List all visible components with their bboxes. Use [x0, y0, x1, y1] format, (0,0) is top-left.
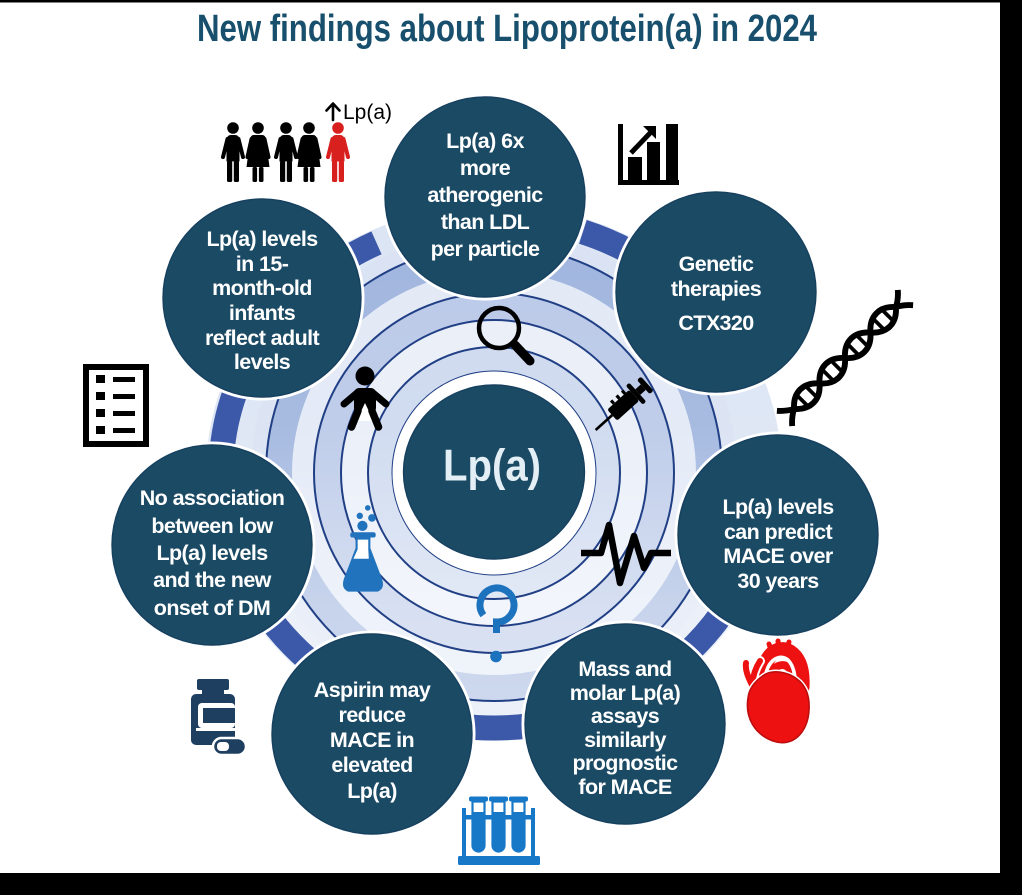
- svg-text:than LDL: than LDL: [441, 210, 530, 234]
- svg-text:New findings about Lipoprotein: New findings about Lipoprotein(a) in 202…: [197, 8, 817, 50]
- svg-text:Mass and: Mass and: [578, 657, 671, 681]
- svg-text:similarly: similarly: [584, 728, 666, 752]
- svg-text:month-old: month-old: [212, 276, 312, 300]
- svg-text:Lp(a) levels: Lp(a) levels: [206, 227, 318, 251]
- svg-text:reflect adult: reflect adult: [205, 326, 320, 350]
- svg-text:30 years: 30 years: [737, 569, 819, 593]
- svg-text:Genetic: Genetic: [679, 252, 754, 276]
- svg-text:molar Lp(a): molar Lp(a): [570, 681, 681, 705]
- svg-text:atherogenic: atherogenic: [427, 183, 543, 207]
- svg-text:assays: assays: [591, 704, 660, 728]
- svg-text:levels: levels: [234, 350, 291, 374]
- svg-text:Lp(a) 6x: Lp(a) 6x: [446, 129, 524, 153]
- svg-text:between low: between low: [151, 514, 273, 538]
- svg-text:CTX320: CTX320: [678, 311, 754, 335]
- svg-text:in 15-: in 15-: [236, 252, 289, 276]
- svg-text:per particle: per particle: [431, 237, 540, 261]
- svg-text:therapies: therapies: [671, 277, 762, 301]
- svg-text:for MACE: for MACE: [578, 775, 671, 799]
- svg-text:prognostic: prognostic: [572, 751, 678, 775]
- svg-text:and the new: and the new: [153, 568, 272, 592]
- svg-text:No association: No association: [140, 486, 285, 510]
- svg-text:more: more: [460, 156, 511, 180]
- svg-text:reduce: reduce: [339, 703, 407, 727]
- svg-text:Aspirin may: Aspirin may: [314, 678, 431, 702]
- svg-text:Lp(a): Lp(a): [443, 442, 541, 491]
- svg-text:Lp(a) levels: Lp(a) levels: [156, 541, 268, 565]
- svg-text:onset of DM: onset of DM: [154, 596, 270, 620]
- svg-text:Lp(a): Lp(a): [343, 101, 392, 124]
- svg-text:Lp(a) levels: Lp(a) levels: [722, 495, 834, 519]
- svg-text:can predict: can predict: [724, 520, 833, 544]
- svg-text:elevated: elevated: [331, 753, 412, 777]
- svg-text:MACE over: MACE over: [723, 544, 834, 568]
- svg-text:Lp(a): Lp(a): [347, 779, 397, 803]
- svg-text:infants: infants: [229, 301, 296, 325]
- svg-text:MACE in: MACE in: [330, 728, 414, 752]
